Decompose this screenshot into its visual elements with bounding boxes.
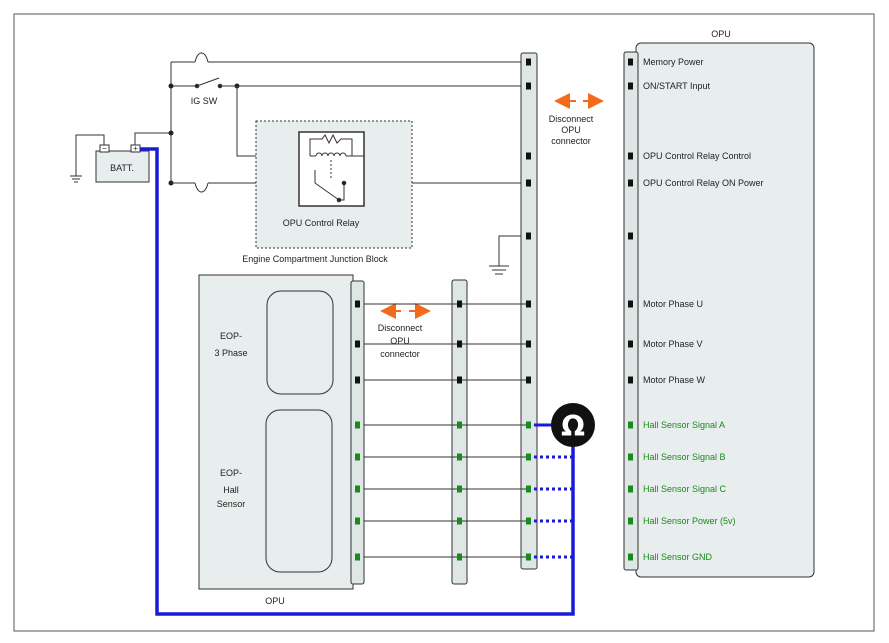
ig-switch xyxy=(194,77,524,89)
eop-hall-line1: EOP- xyxy=(220,468,242,478)
harness-pin xyxy=(526,179,531,187)
opu-pin-label: OPU Control Relay Control xyxy=(643,151,751,161)
harness-pin xyxy=(526,553,531,561)
mid-connector-pin xyxy=(457,376,462,384)
ohmmeter: Ω xyxy=(551,403,595,447)
eop-hall-line2: Hall xyxy=(223,485,239,495)
mid-connector-pin xyxy=(457,300,462,308)
mid-connector-pin xyxy=(457,340,462,348)
opu-pin-label: Hall Sensor Signal C xyxy=(643,484,727,494)
opu-pin xyxy=(628,300,633,308)
mid-connector-pin xyxy=(457,517,462,525)
harness-pin xyxy=(526,152,531,160)
harness-pin xyxy=(526,421,531,429)
opu-pin-label: Motor Phase V xyxy=(643,339,703,349)
harness-pin xyxy=(526,58,531,66)
diagram-frame xyxy=(13,13,875,632)
eop-3phase-line2: 3 Phase xyxy=(214,348,247,358)
harness-pin xyxy=(526,340,531,348)
opu-module xyxy=(635,42,815,578)
harness-pin xyxy=(526,232,531,240)
opu-pin xyxy=(628,232,633,240)
junction-block-label: Engine Compartment Junction Block xyxy=(242,254,388,264)
relay-label: OPU Control Relay xyxy=(283,218,360,228)
battery-ground-wire xyxy=(70,134,105,183)
eop-pin xyxy=(355,376,360,384)
opu-pin xyxy=(628,376,633,384)
harness-connector-eop-side xyxy=(451,279,468,585)
opu-pin-label: Hall Sensor GND xyxy=(643,552,713,562)
opu-pin-label: Memory Power xyxy=(643,57,704,67)
opu-pin xyxy=(628,453,633,461)
opu-pin xyxy=(628,517,633,525)
ohmmeter-probe-wires xyxy=(140,147,575,616)
eop-3phase-line1: EOP- xyxy=(220,331,242,341)
battery-label: BATT. xyxy=(110,163,134,173)
opu-pin xyxy=(628,421,633,429)
opu-ground-wire xyxy=(489,235,524,275)
disconnect-top-line1: Disconnect xyxy=(549,114,594,124)
disconnect-top-line2: OPU xyxy=(561,125,581,135)
eop-module-label: OPU xyxy=(265,596,285,606)
disconnect-mid-line1: Disconnect xyxy=(378,323,423,333)
opu-control-relay: OPU Control Relay xyxy=(283,131,365,228)
fuse-memory-power xyxy=(194,52,524,63)
eop-connector xyxy=(350,280,365,585)
harness-wires xyxy=(355,58,531,561)
mid-connector-pin xyxy=(457,453,462,461)
svg-text:+: + xyxy=(133,144,138,153)
opu-connector xyxy=(623,51,639,571)
eop-pin xyxy=(355,485,360,493)
eop-pin xyxy=(355,553,360,561)
mid-connector-pin xyxy=(457,421,462,429)
harness-pin xyxy=(526,453,531,461)
opu-pin xyxy=(628,58,633,66)
opu-pin xyxy=(628,340,633,348)
opu-pin-label: OPU Control Relay ON Power xyxy=(643,178,764,188)
opu-pin-label: Hall Sensor Signal A xyxy=(643,420,725,430)
mid-connector-pin xyxy=(457,485,462,493)
eop-hall-sensor-block xyxy=(265,409,333,573)
opu-pin-label: Motor Phase U xyxy=(643,299,703,309)
disconnect-top-line3: connector xyxy=(551,136,591,146)
eop-3phase-block xyxy=(266,290,334,395)
svg-text:−: − xyxy=(102,144,107,153)
harness-pin xyxy=(526,82,531,90)
ohm-symbol: Ω xyxy=(561,410,585,443)
harness-pin xyxy=(526,376,531,384)
opu-pin-label: Hall Sensor Power (5v) xyxy=(643,516,736,526)
opu-pin xyxy=(628,82,633,90)
battery: BATT. − + xyxy=(95,144,150,183)
opu-pin-label: ON/START Input xyxy=(643,81,711,91)
mid-connector-pin xyxy=(457,553,462,561)
eop-pin xyxy=(355,517,360,525)
opu-title: OPU xyxy=(711,29,731,39)
opu-pin-label: Hall Sensor Signal B xyxy=(643,452,726,462)
ig-switch-label: IG SW xyxy=(191,96,218,106)
eop-pin xyxy=(355,453,360,461)
disconnect-mid-line2: OPU xyxy=(390,336,410,346)
harness-pin xyxy=(526,485,531,493)
harness-pin xyxy=(526,517,531,525)
opu-pin xyxy=(628,553,633,561)
harness-pin xyxy=(526,300,531,308)
disconnect-mid-line3: connector xyxy=(380,349,420,359)
eop-hall-line3: Sensor xyxy=(217,499,246,509)
opu-pin xyxy=(628,152,633,160)
eop-pin xyxy=(355,421,360,429)
opu-pin-label: Motor Phase W xyxy=(643,375,706,385)
eop-pin xyxy=(355,300,360,308)
opu-pin xyxy=(628,179,633,187)
harness-connector-opu-side xyxy=(520,52,538,570)
eop-pin xyxy=(355,340,360,348)
opu-pin xyxy=(628,485,633,493)
